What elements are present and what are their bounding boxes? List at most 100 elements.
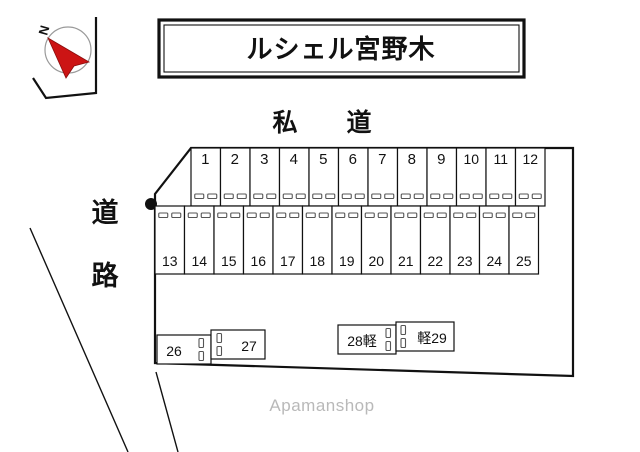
wheel-stopper: [236, 193, 247, 200]
wheel-stopper: [198, 350, 205, 362]
wheel-stopper: [466, 212, 477, 219]
entrance-marker-dot: [145, 198, 157, 210]
stall-number: 22: [427, 253, 443, 269]
parking-stall[interactable]: 5: [308, 147, 340, 207]
parking-stall[interactable]: 4: [278, 147, 310, 207]
parking-stall[interactable]: 20: [360, 205, 392, 275]
parking-stall[interactable]: 12: [514, 147, 546, 207]
wheel-stopper: [266, 193, 277, 200]
wheel-stopper: [354, 193, 365, 200]
wheel-stopper: [187, 212, 198, 219]
wheel-stopper: [525, 212, 536, 219]
wheel-stopper: [171, 212, 182, 219]
stall-number: 16: [250, 253, 266, 269]
parking-stall[interactable]: 3: [249, 147, 281, 207]
parking-stall[interactable]: 24: [478, 205, 510, 275]
parking-stall[interactable]: 18: [301, 205, 333, 275]
parking-stall[interactable]: 9: [426, 147, 458, 207]
wheel-stopper: [341, 193, 352, 200]
wheel-stopper: [482, 212, 493, 219]
parking-stall[interactable]: 2: [219, 147, 251, 207]
wheel-stopper: [489, 193, 500, 200]
parking-stall[interactable]: 11: [485, 147, 517, 207]
stall-number: 6: [349, 151, 358, 168]
wheel-stopper: [394, 212, 405, 219]
wheel-stopper: [312, 193, 323, 200]
stall-number: 28軽: [347, 333, 377, 349]
parking-stall[interactable]: 26: [156, 334, 212, 365]
wheel-stopper: [318, 212, 329, 219]
stall-number: 20: [368, 253, 384, 269]
stall-number: 10: [463, 151, 479, 167]
wheel-stopper: [198, 337, 205, 349]
parking-stall[interactable]: 13: [154, 205, 186, 275]
wheel-stopper: [512, 212, 523, 219]
parking-stall[interactable]: 27: [210, 329, 266, 360]
parking-stall[interactable]: 19: [331, 205, 363, 275]
parking-stall[interactable]: 28軽: [337, 324, 397, 355]
parking-stall[interactable]: 1: [190, 147, 222, 207]
wheel-stopper: [246, 212, 257, 219]
wheel-stopper: [217, 212, 228, 219]
title-box: ルシェル宮野木: [157, 18, 526, 79]
parking-stall[interactable]: 22: [419, 205, 451, 275]
wheel-stopper: [335, 212, 346, 219]
wheel-stopper: [325, 193, 336, 200]
stall-number: 15: [221, 253, 237, 269]
wheel-stopper: [459, 193, 470, 200]
parking-stall[interactable]: 16: [242, 205, 274, 275]
wheel-stopper: [400, 324, 407, 336]
watermark-label: Apamanshop: [269, 396, 374, 415]
parking-stall[interactable]: 10: [455, 147, 487, 207]
private-road-label: 私 道: [272, 108, 383, 137]
stall-number: 23: [457, 253, 473, 269]
compass-rose: N: [32, 17, 98, 100]
wheel-stopper: [531, 193, 542, 200]
wheel-stopper: [289, 212, 300, 219]
wheel-stopper: [413, 193, 424, 200]
stall-number: 17: [280, 253, 296, 269]
wheel-stopper: [453, 212, 464, 219]
parking-stall[interactable]: 17: [272, 205, 304, 275]
parking-stall[interactable]: 7: [367, 147, 399, 207]
parking-stall[interactable]: 21: [390, 205, 422, 275]
wheel-stopper: [385, 327, 392, 339]
stall-number: 5: [319, 151, 328, 168]
wheel-stopper: [282, 193, 293, 200]
stall-number: 27: [241, 338, 257, 354]
wheel-stopper: [385, 340, 392, 352]
parking-stall[interactable]: 6: [337, 147, 369, 207]
wheel-stopper: [400, 337, 407, 349]
wheel-stopper: [436, 212, 447, 219]
wheel-stopper: [259, 212, 270, 219]
parking-stall[interactable]: 15: [213, 205, 245, 275]
wheel-stopper: [443, 193, 454, 200]
road-boundary-line-inner: [155, 371, 179, 452]
compass-north-label: N: [35, 24, 52, 37]
site-boundary: [153, 146, 575, 378]
wheel-stopper: [495, 212, 506, 219]
stall-number: 11: [493, 151, 508, 167]
wheel-stopper: [230, 212, 241, 219]
wheel-stopper: [430, 193, 441, 200]
parking-row-lower-left: 26 27: [156, 329, 266, 365]
stall-number: 7: [378, 151, 387, 168]
stall-number: 4: [290, 151, 299, 168]
parking-stall[interactable]: 軽29: [395, 321, 455, 352]
wheel-stopper: [472, 193, 483, 200]
wheel-stopper: [502, 193, 513, 200]
parking-stall[interactable]: 14: [183, 205, 215, 275]
stall-number: 24: [486, 253, 502, 269]
wheel-stopper: [295, 193, 306, 200]
wheel-stopper: [216, 345, 223, 357]
parking-row-lower-right: 28軽 軽29: [337, 321, 455, 355]
parking-stall[interactable]: 8: [396, 147, 428, 207]
wheel-stopper: [423, 212, 434, 219]
wheel-stopper: [348, 212, 359, 219]
parking-stall[interactable]: 25: [508, 205, 540, 275]
page-title: ルシェル宮野木: [246, 34, 435, 64]
parking-stall[interactable]: 23: [449, 205, 481, 275]
wheel-stopper: [276, 212, 287, 219]
stall-number: 8: [408, 151, 417, 168]
